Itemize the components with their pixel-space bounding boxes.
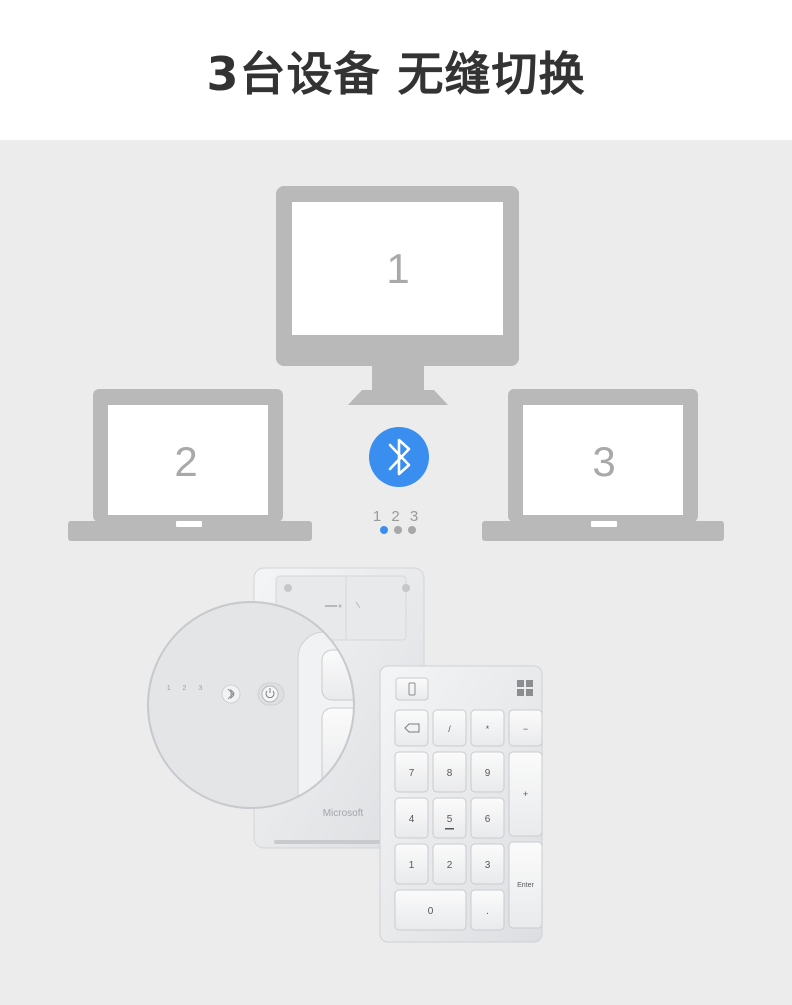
illustration-panel: 1 2 3 1 2 3 Microsoft <box>0 140 792 1005</box>
five-key-bump <box>445 828 454 830</box>
channel-dot-2 <box>394 526 402 534</box>
svg-text:8: 8 <box>447 768 453 779</box>
power-icon <box>265 690 275 699</box>
bluetooth-pair-icon <box>227 688 235 700</box>
nine-key[interactable] <box>470 751 505 793</box>
device-number-3: 3 <box>592 438 615 485</box>
page-title: 3台设备 无缝切换 <box>206 47 586 101</box>
bluetooth-indicator: 1 2 3 <box>369 427 429 534</box>
laptop-screen <box>523 405 683 515</box>
windows-logo-icon <box>517 680 533 696</box>
laptop-notch <box>176 521 202 527</box>
svg-text:−: − <box>523 724 528 734</box>
channel-dot-1 <box>380 526 388 534</box>
four-key[interactable] <box>394 797 429 839</box>
laptop-base <box>482 521 724 541</box>
svg-text:/: / <box>448 724 451 734</box>
svg-text:9: 9 <box>485 768 491 779</box>
channel-dot-3 <box>408 526 416 534</box>
enter-key[interactable] <box>508 841 543 929</box>
header: 3台设备 无缝切换 <box>0 0 792 140</box>
svg-text:6: 6 <box>485 814 491 825</box>
laptop-screen <box>108 405 268 515</box>
two-key[interactable] <box>432 843 467 885</box>
eight-key[interactable] <box>432 751 467 793</box>
svg-text:*: * <box>486 724 490 734</box>
svg-text:Enter: Enter <box>517 882 534 889</box>
svg-text:4: 4 <box>409 814 415 825</box>
calculator-icon <box>408 682 416 696</box>
laptop-device-3: 3 <box>482 389 724 541</box>
laptop-base <box>68 521 312 541</box>
svg-text:0: 0 <box>428 906 434 917</box>
plus-key[interactable] <box>508 751 543 837</box>
svg-text:.: . <box>486 906 489 917</box>
svg-text:5: 5 <box>447 814 453 825</box>
device-number-1: 1 <box>386 245 409 292</box>
illustration: 1 2 3 1 2 3 Microsoft <box>68 186 724 943</box>
laptop-device-2: 2 <box>68 389 312 541</box>
numpad-front: / * − 7 8 9 + 4 5 6 1 2 3 Enter 0 . <box>379 665 543 943</box>
monitor-stand <box>348 390 448 405</box>
indicator-labels: 1 2 3 <box>167 685 208 692</box>
channel-labels: 1 2 3 <box>373 508 421 525</box>
backspace-key[interactable] <box>394 709 429 747</box>
calculator-key <box>395 677 429 701</box>
seven-key[interactable] <box>394 751 429 793</box>
brand-label: Microsoft <box>323 808 364 819</box>
monitor-neck <box>372 366 424 390</box>
device-number-2: 2 <box>174 438 197 485</box>
svg-text:1: 1 <box>409 860 415 871</box>
minus-key[interactable] <box>508 709 543 747</box>
dot-key[interactable] <box>470 889 505 931</box>
backspace-icon <box>404 723 420 733</box>
svg-text:2: 2 <box>447 860 453 871</box>
svg-text:3: 3 <box>485 860 491 871</box>
monitor-device-1: 1 <box>276 186 519 405</box>
six-key[interactable] <box>470 797 505 839</box>
svg-text:+: + <box>523 789 528 799</box>
asterisk-key[interactable] <box>470 709 505 747</box>
monitor-screen <box>292 202 503 335</box>
svg-text:7: 7 <box>409 768 415 779</box>
zero-key[interactable] <box>394 889 467 931</box>
slash-key[interactable] <box>432 709 467 747</box>
one-key[interactable] <box>394 843 429 885</box>
laptop-notch <box>591 521 617 527</box>
power-switch <box>261 685 279 703</box>
three-key[interactable] <box>470 843 505 885</box>
five-key[interactable] <box>432 797 467 839</box>
